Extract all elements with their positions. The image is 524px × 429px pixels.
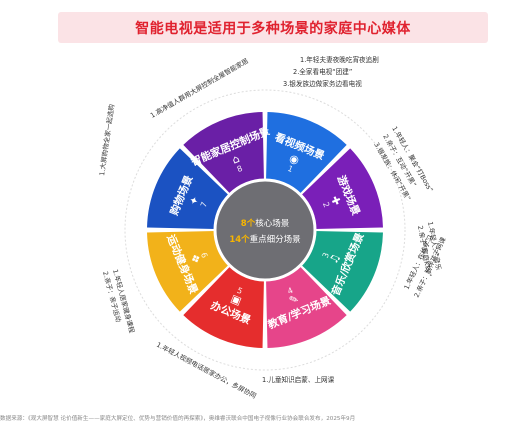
segment-number-7: 7 [199, 201, 209, 209]
segment-2 [301, 148, 383, 229]
annotation-office2-1: 1.年轻人视频电话居家办公，多屏协同 [155, 340, 258, 401]
segment-number-8: 8 [236, 164, 244, 174]
segment-number-4: 4 [286, 286, 294, 296]
segment-number-3: 3 [321, 251, 331, 259]
annotation-smarthome-1: 1.高净值人群用大屏控制全屋智能家居 [149, 56, 251, 120]
gamepad-icon: ✚ [328, 194, 344, 207]
education-icon: ✎ [287, 292, 300, 308]
annotation-shopping-1: 1.大屏购物全家一起选购 [97, 103, 116, 176]
outer-guide-ring [124, 89, 406, 371]
annotation-video-3: 3.银发族边做家务边看电视 [283, 79, 362, 88]
center-circle [213, 178, 317, 282]
segment-7 [147, 148, 229, 229]
segment-number-2: 2 [321, 201, 331, 209]
office-icon: ▣ [229, 292, 244, 308]
fitness-icon: ❖ [187, 252, 203, 266]
smart-home-icon: ⌂ [230, 152, 241, 167]
shopping-icon: ✦ [187, 194, 203, 207]
center-line-1: 8个核心场景 [241, 218, 289, 229]
center-num-2: 14个 [229, 234, 250, 245]
segment-1 [266, 112, 347, 194]
annotation-office-1: 1.儿童知识启蒙、上网课 [262, 375, 335, 384]
segment-3 [301, 231, 383, 312]
segment-number-6: 6 [199, 251, 209, 259]
page-title: 智能电视是适用于多种场景的家庭中心媒体 [135, 20, 411, 37]
center-num-1: 8个 [241, 218, 256, 229]
segment-4 [266, 266, 347, 348]
segment-5 [183, 266, 264, 348]
source-footer: 数据来源：《观大屏智慧 论价值新生——家庭大屏定位、优势与营销价值的再探索》，奥… [0, 416, 356, 422]
center-text-2: 重点细分场景 [250, 234, 301, 245]
speaker-icon: ◉ [287, 151, 301, 167]
headphones-icon: ♫ [327, 252, 343, 266]
center-line-2: 14个重点细分场景 [229, 234, 300, 245]
annotation-video-1: 1.年轻夫妻夜晚吃宵夜追剧 [300, 55, 379, 64]
annotation-video-2: 2.全家看电视“团建” [293, 67, 352, 76]
center-text-1: 核心场景 [255, 218, 289, 229]
segment-number-5: 5 [236, 286, 244, 296]
segment-number-1: 1 [286, 164, 294, 174]
title-banner: 智能电视是适用于多种场景的家庭中心媒体 [58, 12, 488, 43]
segment-8 [183, 112, 264, 194]
segment-6 [147, 231, 229, 312]
